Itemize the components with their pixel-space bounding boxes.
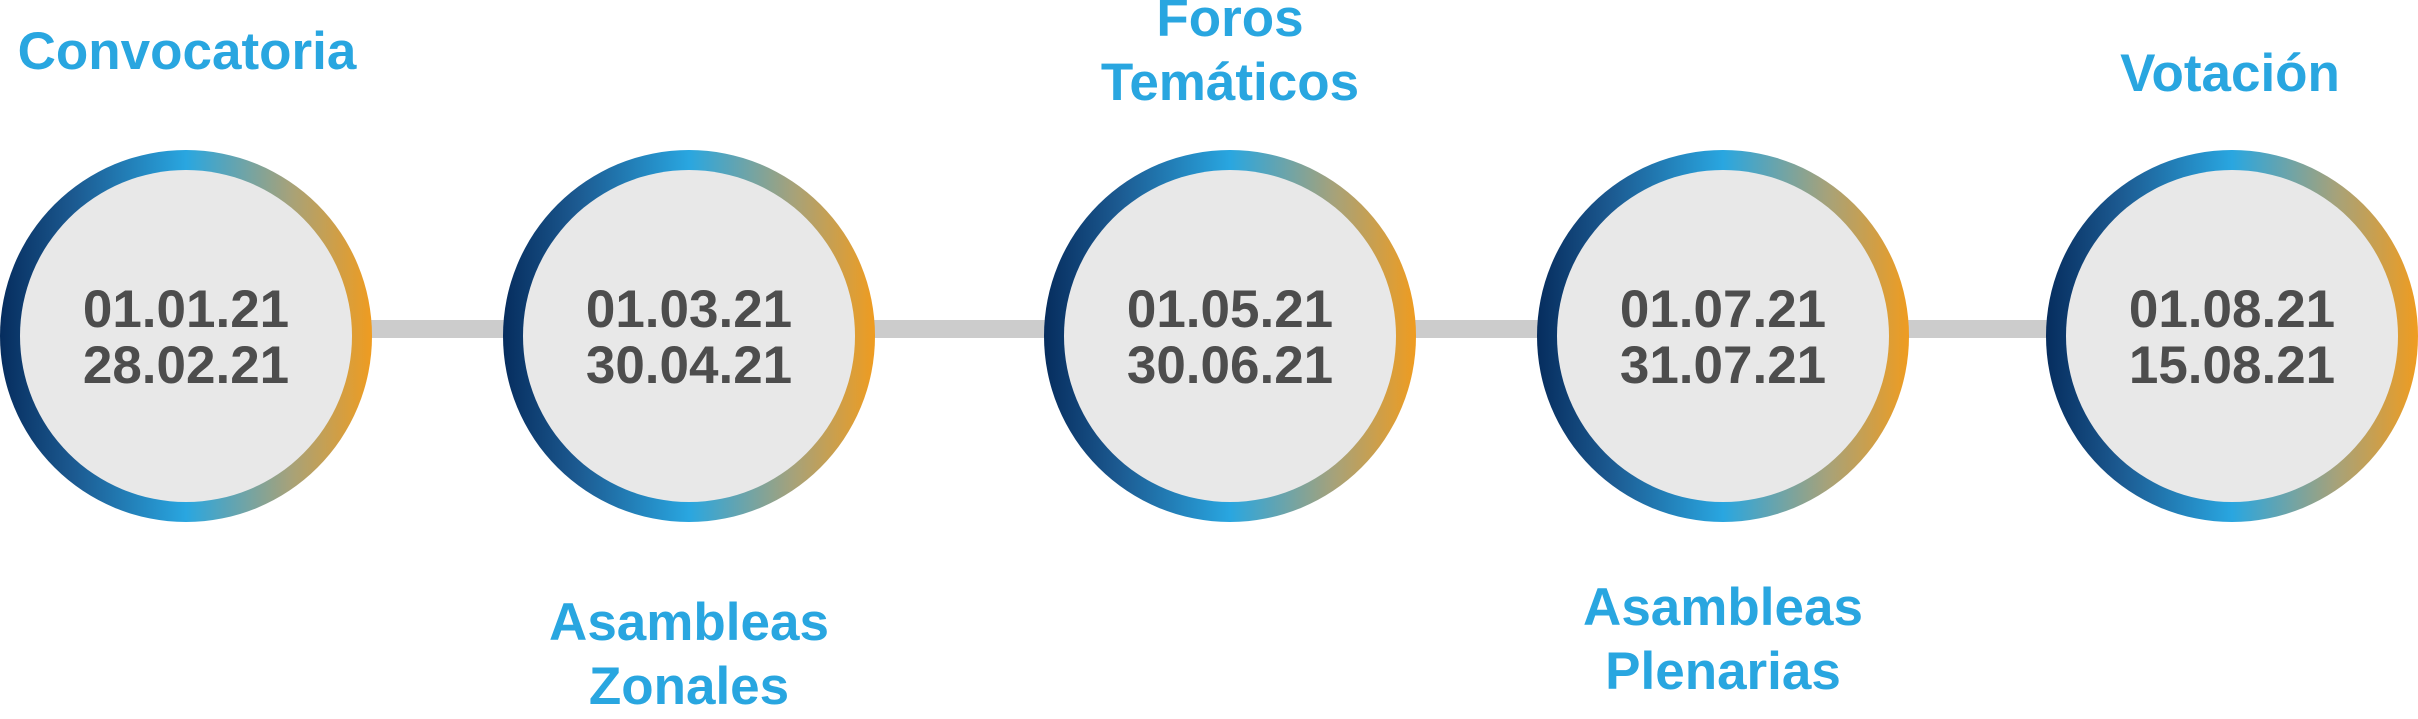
stage-end-date: 15.08.21	[2128, 336, 2336, 395]
stage-dates: 01.07.21 31.07.21	[1557, 282, 1889, 394]
connector-4-5	[1900, 320, 2050, 338]
stage-circle-asambleas-zonales: 01.03.21 30.04.21	[503, 150, 875, 522]
stage-end-date: 30.04.21	[585, 336, 793, 395]
stage-circle-votacion: 01.08.21 15.08.21	[2046, 150, 2418, 522]
stage-end-date: 31.07.21	[1619, 336, 1827, 395]
stage-label-line: Convocatoria	[17, 22, 357, 81]
stage-label-line: Votación	[2120, 44, 2340, 103]
stage-circle-inner: 01.03.21 30.04.21	[523, 170, 855, 502]
stage-label-line: Zonales	[588, 657, 790, 716]
stage-circle-convocatoria: 01.01.21 28.02.21	[0, 150, 372, 522]
connector-2-3	[870, 320, 1050, 338]
stage-circle-inner: 01.07.21 31.07.21	[1557, 170, 1889, 502]
stage-start-date: 01.08.21	[2128, 280, 2336, 339]
stage-end-date: 28.02.21	[82, 336, 290, 395]
stage-label-asambleas-zonales: Asambleas Zonales	[489, 591, 889, 719]
stage-start-date: 01.01.21	[82, 280, 290, 339]
stage-label-line: Plenarias	[1605, 642, 1841, 701]
stage-dates: 01.05.21 30.06.21	[1064, 282, 1396, 394]
stage-label-convocatoria: Convocatoria	[0, 20, 387, 84]
stage-start-date: 01.07.21	[1619, 280, 1827, 339]
stage-label-asambleas-plenarias: Asambleas Plenarias	[1523, 576, 1923, 704]
stage-label-votacion: Votación	[2030, 42, 2418, 106]
stage-label-foros-tematicos: Foros Temáticos	[1030, 0, 1430, 115]
stage-dates: 01.01.21 28.02.21	[20, 282, 352, 394]
stage-dates: 01.08.21 15.08.21	[2066, 282, 2398, 394]
stage-label-line: Temáticos	[1100, 53, 1360, 112]
stage-dates: 01.03.21 30.04.21	[523, 282, 855, 394]
stage-label-line: Asambleas	[1583, 578, 1863, 637]
stage-circle-foros-tematicos: 01.05.21 30.06.21	[1044, 150, 1416, 522]
stage-label-line: Asambleas	[549, 593, 829, 652]
stage-circle-inner: 01.05.21 30.06.21	[1064, 170, 1396, 502]
stage-start-date: 01.03.21	[585, 280, 793, 339]
stage-circle-asambleas-plenarias: 01.07.21 31.07.21	[1537, 150, 1909, 522]
stage-circle-inner: 01.08.21 15.08.21	[2066, 170, 2398, 502]
connector-3-4	[1405, 320, 1545, 338]
stage-circle-inner: 01.01.21 28.02.21	[20, 170, 352, 502]
stage-end-date: 30.06.21	[1126, 336, 1334, 395]
connector-1-2	[365, 320, 515, 338]
stage-label-line: Foros	[1156, 0, 1304, 48]
stage-start-date: 01.05.21	[1126, 280, 1334, 339]
